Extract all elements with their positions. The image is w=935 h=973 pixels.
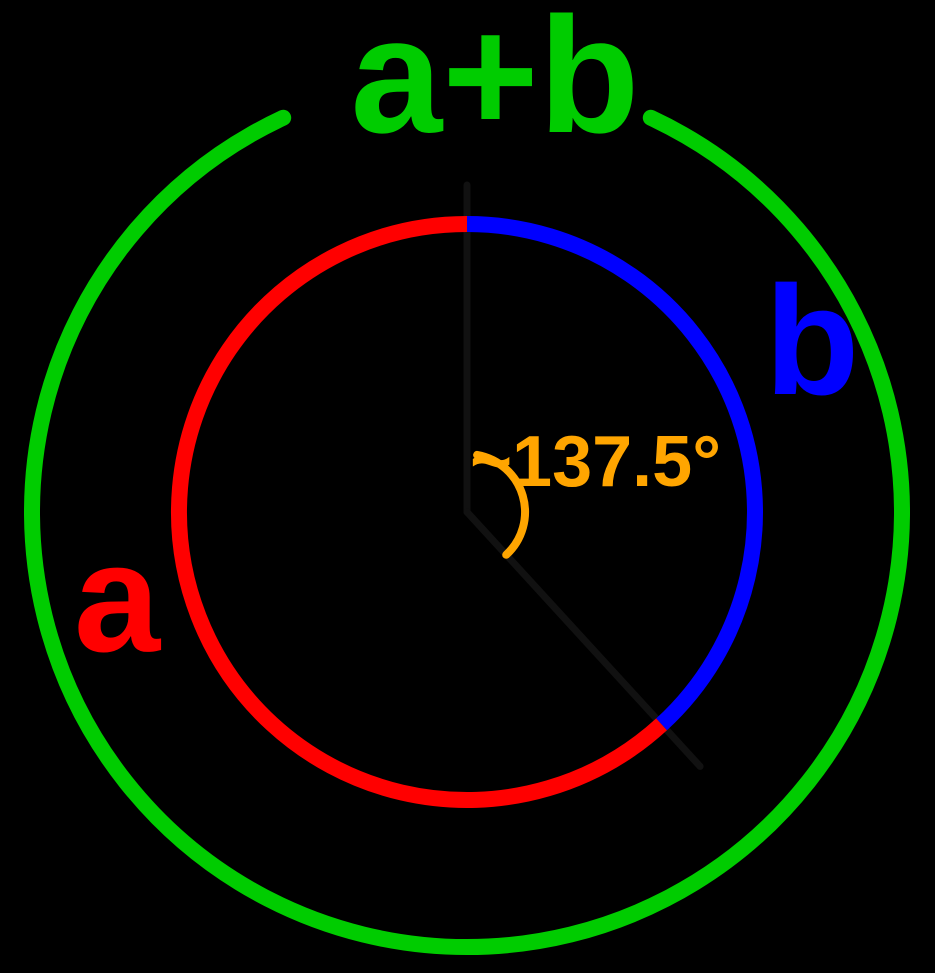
label-b: b <box>765 254 860 427</box>
inner-circle-arc-a <box>171 216 667 808</box>
angle-value-label: ~137.5° <box>470 422 721 502</box>
outer-circle-sum-arc <box>24 109 910 956</box>
inner-circle-arc-b <box>466 216 763 731</box>
angle-arc <box>473 450 530 559</box>
label-a: a <box>74 511 162 684</box>
label-sum: a+b <box>351 0 640 167</box>
